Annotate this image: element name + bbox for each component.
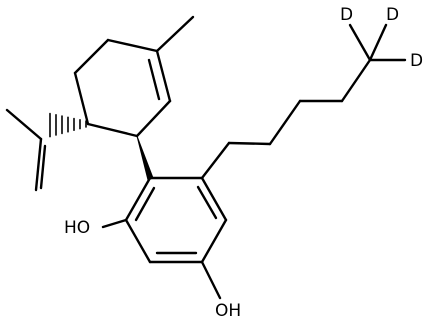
bond-ar-inner-c: [134, 186, 156, 222]
cyclohexene-ring: [73, 38, 172, 138]
bond-ring-c4-c5-double: [155, 49, 172, 103]
bond-ring-c5-c6: [135, 99, 172, 138]
deuterium-label-1: D: [340, 5, 353, 25]
bond-ar-6-1: [124, 176, 152, 222]
bond-ring-c6-c1: [86, 122, 139, 138]
bond-deuterium-2: [368, 23, 388, 62]
bond-ar-5-6: [124, 218, 152, 264]
bond-ring-c1-c2: [73, 71, 90, 126]
bond-isopropenyl-double-outer: [34, 137, 43, 192]
bond-isopropenyl-double-inner: [39, 144, 47, 190]
deuterium-label-2: D: [386, 5, 399, 25]
deuterium-label-3: D: [410, 51, 423, 71]
solid-wedge-bond: [136, 135, 154, 181]
hydroxyl-label-top: HO: [64, 218, 90, 238]
bond-isopropenyl-methyl: [5, 108, 43, 141]
bond-ar-3-4: [200, 218, 228, 264]
benzene-ring: [124, 176, 228, 264]
bond-ring-c2-c3: [73, 38, 110, 75]
pentyl-chain: [200, 58, 372, 180]
hashed-wedge-bond: [49, 112, 87, 138]
bond-ar-2-3: [200, 176, 228, 222]
bond-ring-methyl: [155, 15, 195, 53]
hydroxyl-label-bottom: OH: [215, 301, 241, 321]
bond-ar-inner-a: [196, 185, 218, 220]
bond-hydroxyl-bottom: [200, 260, 222, 300]
bond-ring-c4-c5-double-inner: [147, 58, 161, 101]
bond-deuterium-1: [348, 23, 372, 62]
bond-ring-c3-c4: [106, 38, 159, 53]
bond-hydroxyl-top: [101, 218, 128, 229]
